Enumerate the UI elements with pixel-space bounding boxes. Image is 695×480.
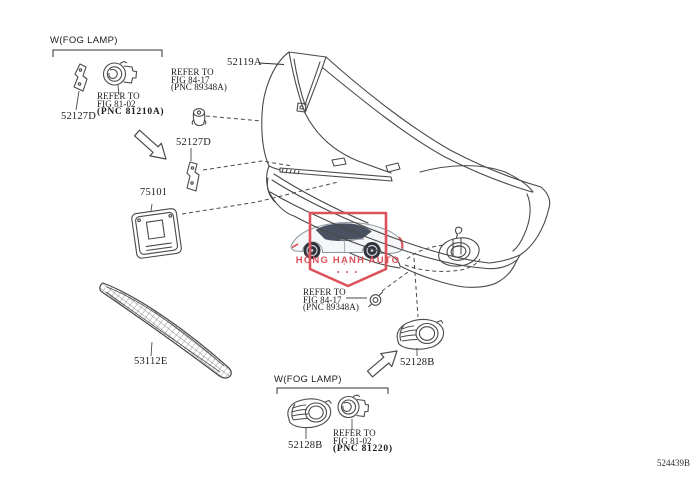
watermark-car (290, 221, 404, 259)
sensor-bolt-art (346, 291, 384, 308)
part-label-52127D-top: 52127D (61, 111, 97, 122)
bottom-fog-lamp-box-bracket (276, 387, 389, 394)
refer-line: REFER TO (333, 428, 376, 438)
refer-line: REFER TO (171, 67, 214, 77)
refer-line: (PNC 89348A) (303, 302, 359, 313)
dashed-locator-lines (181, 115, 481, 318)
arrow-southeast-icon (133, 129, 167, 160)
refer-line: REFER TO (97, 91, 140, 101)
refer-note-sensor-mid: REFER TO FIG 84-17 (PNC 89348A) (303, 287, 359, 313)
bumper-cover-art (261, 51, 551, 288)
fog-lamp-top-art (102, 60, 138, 96)
part-label-52127D-mid: 52127D (176, 136, 212, 148)
clip-top-art (191, 108, 207, 127)
retainer-mid-art (186, 148, 200, 192)
part-label-53112E: 53112E (134, 356, 168, 367)
leader-line-52119A (258, 62, 285, 65)
diagram-code: 524439B (656, 458, 690, 468)
refer-note-sensor-top: REFER TO FIG 84-17 (PNC 89348A) (171, 67, 227, 93)
part-label-52128B-right: 52128B (400, 357, 435, 368)
part-label-52119A: 52119A (227, 57, 262, 68)
fog-lamp-bottom-art (337, 394, 370, 430)
refer-note-fog-lamp-bottom: REFER TO FIG 81-02 (PNC 81220) (333, 428, 393, 454)
part-label-52128B-bottom: 52128B (288, 440, 323, 451)
refer-line: FIG 84-17 (171, 74, 210, 85)
fog-cover-lh-art (287, 398, 332, 439)
refer-line: FIG 81-02 (97, 98, 136, 109)
refer-line: (PNC 89348A) (171, 82, 227, 93)
watermark-dots: • • • (336, 268, 360, 277)
part-label-75101: 75101 (140, 187, 168, 198)
license-bracket-art (131, 203, 182, 259)
refer-line: FIG 81-02 (333, 435, 372, 446)
refer-pnc: (PNC 81210A) (97, 106, 165, 117)
bottom-fog-lamp-box-title: W(FOG LAMP) (274, 374, 342, 385)
watermark-brand-text: HỒNG HẠNH AUTO (295, 255, 401, 266)
watermark-badge (308, 211, 388, 288)
top-fog-lamp-box-bracket (52, 49, 163, 57)
refer-line: FIG 84-17 (303, 294, 342, 305)
retainer-top-art (73, 63, 88, 111)
refer-line: REFER TO (303, 287, 346, 297)
refer-pnc: (PNC 81220) (333, 443, 393, 454)
refer-note-fog-lamp-top: REFER TO FIG 81-02 (PNC 81210A) (97, 91, 165, 117)
fog-cover-rh-art (396, 318, 445, 356)
arrow-northeast-icon (366, 350, 398, 378)
top-fog-lamp-box-title: W(FOG LAMP) (50, 35, 118, 46)
lower-grille-art (99, 282, 232, 379)
